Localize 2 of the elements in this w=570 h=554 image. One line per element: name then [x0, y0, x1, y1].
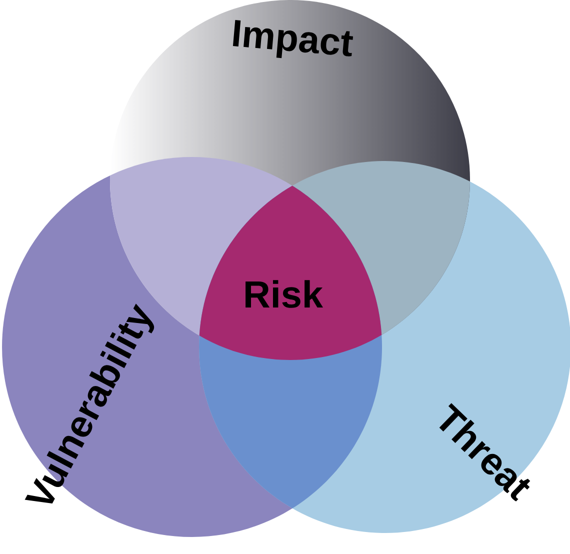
circle-label: Impact [232, 20, 354, 58]
region-label: Risk [246, 280, 324, 308]
